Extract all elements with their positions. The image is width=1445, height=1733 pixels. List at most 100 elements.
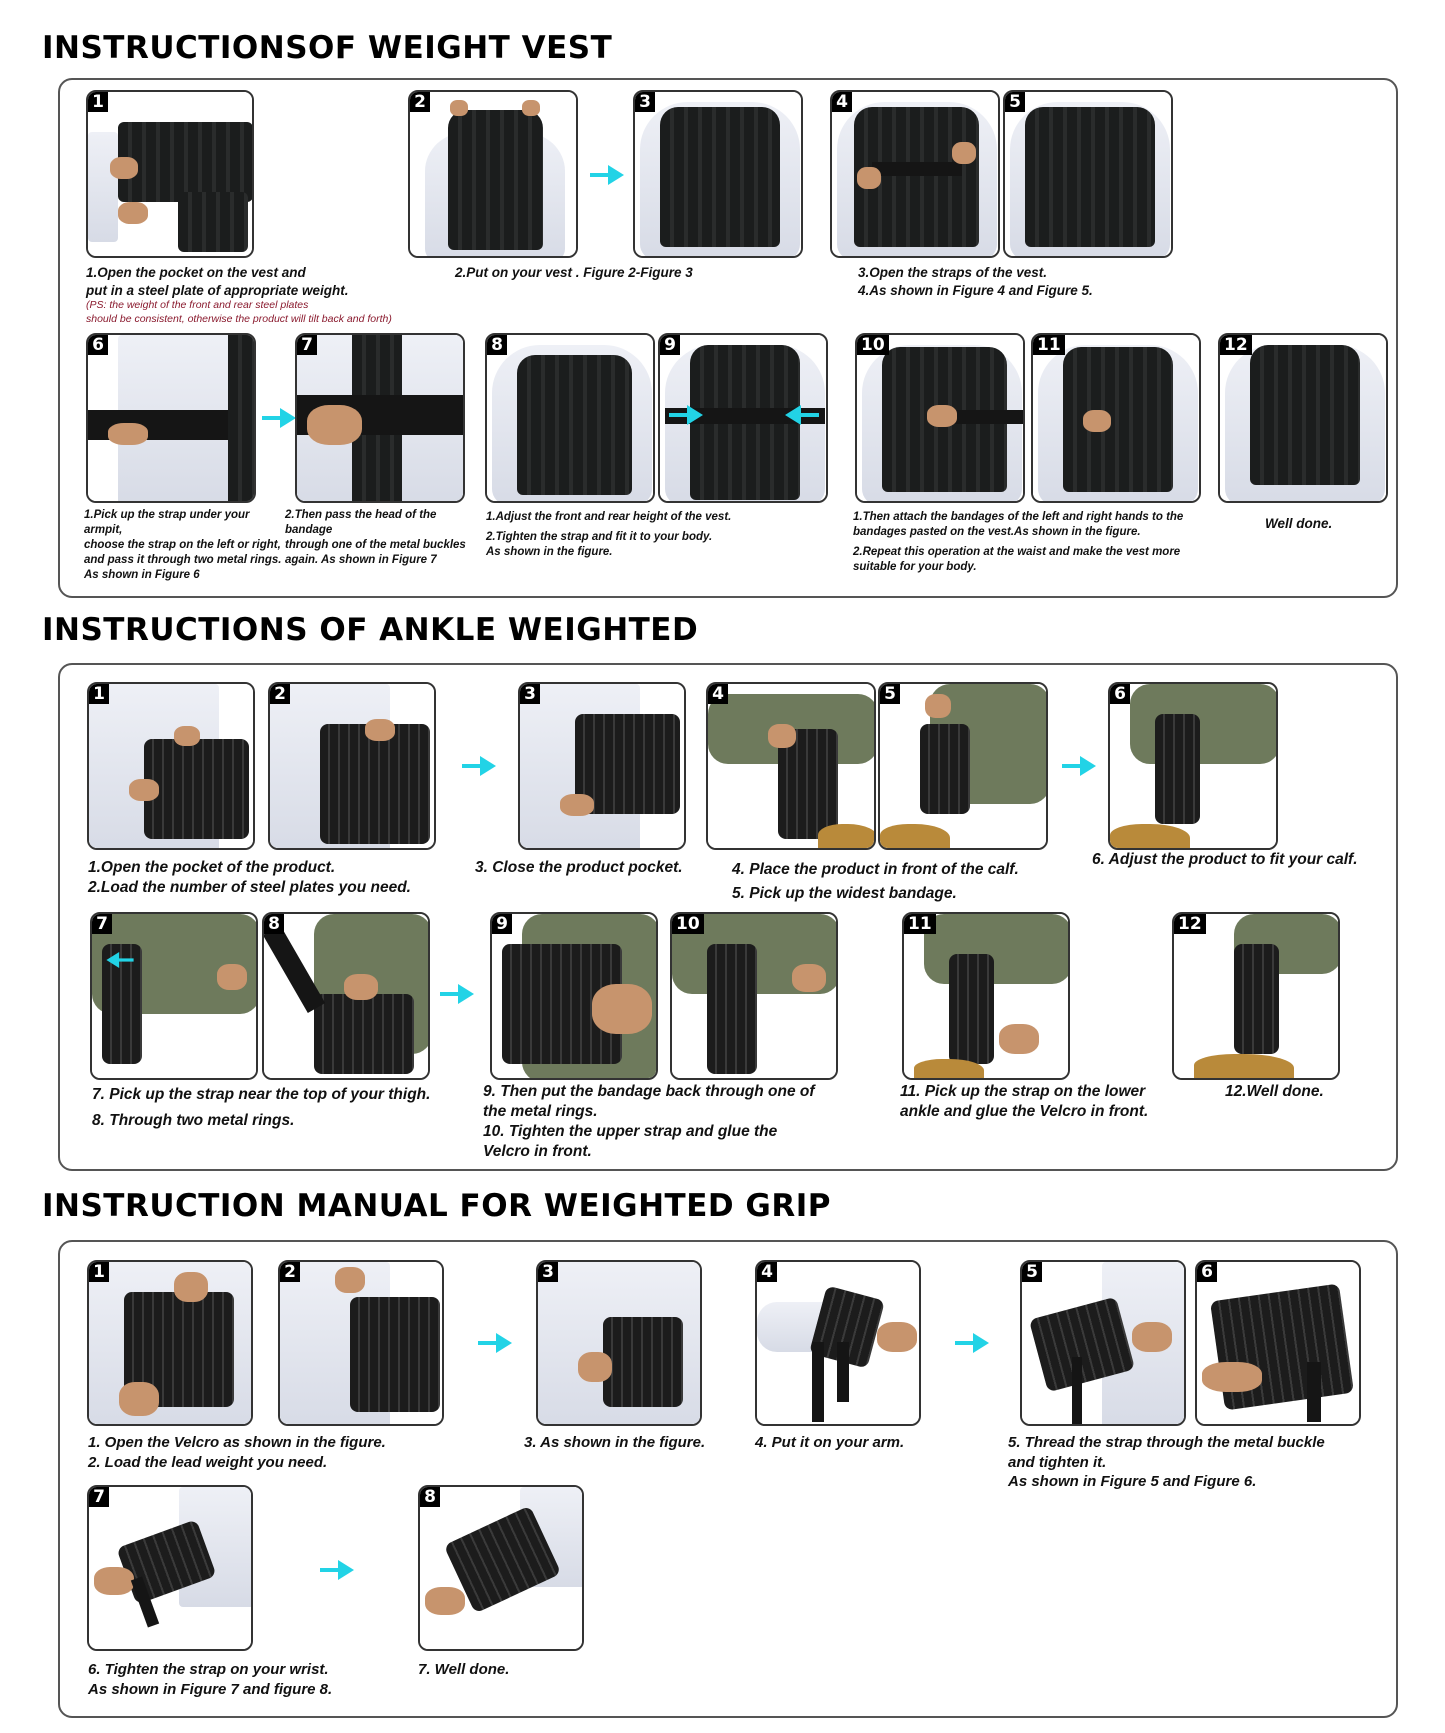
grip-figure-1: 1 — [87, 1260, 253, 1426]
arrow-right-icon — [262, 408, 296, 428]
figure-number-badge: 9 — [492, 914, 512, 934]
grip-figure-6: 6 — [1195, 1260, 1361, 1426]
figure-number-badge: 3 — [635, 92, 655, 112]
arrow-right-icon — [320, 1560, 354, 1580]
grip-caption-4: 4. Put it on your arm. — [755, 1434, 905, 1451]
ankle-figure-12: 12 — [1172, 912, 1340, 1080]
ankle-figure-3: 3 — [518, 682, 686, 850]
ankle-caption-7: 7. Pick up the strap near the top of you… — [92, 1086, 431, 1130]
grip-figure-8: 8 — [418, 1485, 584, 1651]
warning-note: (PS: the weight of the front and rear st… — [86, 299, 309, 312]
figure-number-badge: 9 — [660, 335, 680, 355]
figure-number-badge: 10 — [672, 914, 704, 934]
arrow-right-icon — [666, 405, 706, 425]
ankle-figure-2: 2 — [268, 682, 436, 850]
vest-figure-12: 12 — [1218, 333, 1388, 503]
vest-figure-3: 3 — [633, 90, 803, 258]
grip-figure-5: 5 — [1020, 1260, 1186, 1426]
figure-number-badge: 5 — [880, 684, 900, 704]
ankle-caption-12: 12.Well done. — [1225, 1083, 1324, 1100]
vest-caption-6: 1.Pick up the strap under your armpit, c… — [84, 509, 282, 581]
figure-number-badge: 8 — [420, 1487, 440, 1507]
ankle-figure-5: 5 — [878, 682, 1048, 850]
vest-figure-6: 6 — [86, 333, 256, 503]
section-title-weighted-grip: INSTRUCTION MANUAL FOR WEIGHTED GRIP — [42, 1188, 831, 1224]
ankle-caption-1: 1.Open the pocket of the product. 2.Load… — [88, 859, 411, 897]
ankle-figure-9: 9 — [490, 912, 658, 1080]
arrow-left-icon — [782, 405, 822, 425]
ankle-caption-3: 3. Close the product pocket. — [475, 859, 683, 876]
arrow-left-icon — [104, 952, 136, 968]
figure-number-badge: 12 — [1174, 914, 1206, 934]
vest-caption-12: Well done. — [1265, 516, 1333, 531]
figure-number-badge: 4 — [832, 92, 852, 112]
section-title-ankle-weighted: INSTRUCTIONS OF ANKLE WEIGHTED — [42, 612, 699, 648]
figure-number-badge: 7 — [89, 1487, 109, 1507]
vest-caption-7: 2.Then pass the head of the bandage thro… — [285, 509, 466, 566]
ankle-figure-8: 8 — [262, 912, 430, 1080]
ankle-figure-1: 1 — [87, 682, 255, 850]
figure-number-badge: 3 — [538, 1262, 558, 1282]
figure-number-badge: 7 — [92, 914, 112, 934]
section-title-weight-vest: INSTRUCTIONSOF WEIGHT VEST — [42, 30, 613, 66]
grip-figure-7: 7 — [87, 1485, 253, 1651]
figure-number-badge: 11 — [904, 914, 936, 934]
arrow-right-icon — [590, 165, 624, 185]
ankle-figure-11: 11 — [902, 912, 1070, 1080]
figure-number-badge: 1 — [89, 1262, 109, 1282]
arrow-right-icon — [462, 756, 496, 776]
figure-number-badge: 12 — [1220, 335, 1252, 355]
grip-figure-2: 2 — [278, 1260, 444, 1426]
ankle-figure-10: 10 — [670, 912, 838, 1080]
figure-number-badge: 2 — [270, 684, 290, 704]
arrow-right-icon — [440, 984, 474, 1004]
grip-figure-3: 3 — [536, 1260, 702, 1426]
grip-caption-1: 1. Open the Velcro as shown in the figur… — [88, 1434, 386, 1471]
figure-number-badge: 4 — [757, 1262, 777, 1282]
arrow-right-icon — [478, 1333, 512, 1353]
vest-figure-11: 11 — [1031, 333, 1201, 503]
grip-caption-7: 6. Tighten the strap on your wrist. As s… — [88, 1661, 333, 1698]
vest-caption-1: 1.Open the pocket on the vest and put in… — [86, 264, 486, 326]
figure-number-badge: 2 — [410, 92, 430, 112]
ankle-caption-9: 9. Then put the bandage back through one… — [483, 1083, 815, 1161]
ankle-caption-4: 4. Place the product in front of the cal… — [732, 861, 1019, 903]
vest-figure-2: 2 — [408, 90, 578, 258]
vest-figure-10: 10 — [855, 333, 1025, 503]
figure-number-badge: 8 — [487, 335, 507, 355]
vest-caption-3: 3.Open the straps of the vest. 4.As show… — [858, 265, 1093, 298]
ankle-figure-6: 6 — [1108, 682, 1278, 850]
figure-number-badge: 6 — [88, 335, 108, 355]
vest-figure-1: 1 — [86, 90, 254, 258]
figure-number-badge: 6 — [1197, 1262, 1217, 1282]
vest-figure-5: 5 — [1003, 90, 1173, 258]
ankle-figure-7: 7 — [90, 912, 258, 1080]
vest-figure-9: 9 — [658, 333, 828, 503]
figure-number-badge: 4 — [708, 684, 728, 704]
figure-number-badge: 1 — [89, 684, 109, 704]
vest-figure-7: 7 — [295, 333, 465, 503]
figure-number-badge: 8 — [264, 914, 284, 934]
figure-number-badge: 2 — [280, 1262, 300, 1282]
ankle-figure-4: 4 — [706, 682, 876, 850]
figure-number-badge: 11 — [1033, 335, 1065, 355]
grip-figure-4: 4 — [755, 1260, 921, 1426]
ankle-caption-11: 11. Pick up the strap on the lower ankle… — [900, 1083, 1149, 1121]
arrow-right-icon — [1062, 756, 1096, 776]
grip-caption-3: 3. As shown in the figure. — [524, 1434, 706, 1451]
grip-caption-8: 7. Well done. — [418, 1661, 510, 1678]
vest-figure-4: 4 — [830, 90, 1000, 258]
figure-number-badge: 5 — [1005, 92, 1025, 112]
arrow-right-icon — [955, 1333, 989, 1353]
warning-note: should be consistent, otherwise the prod… — [86, 312, 392, 325]
figure-number-badge: 3 — [520, 684, 540, 704]
ankle-caption-6: 6. Adjust the product to fit your calf. — [1092, 851, 1358, 868]
figure-number-badge: 6 — [1110, 684, 1130, 704]
grip-caption-5: 5. Thread the strap through the metal bu… — [1008, 1434, 1325, 1490]
vest-caption-10: 1.Then attach the bandages of the left a… — [853, 511, 1184, 573]
figure-number-badge: 7 — [297, 335, 317, 355]
vest-caption-2: 2.Put on your vest . Figure 2-Figure 3 — [455, 265, 693, 280]
vest-figure-8: 8 — [485, 333, 655, 503]
vest-caption-8: 1.Adjust the front and rear height of th… — [486, 511, 732, 558]
figure-number-badge: 5 — [1022, 1262, 1042, 1282]
